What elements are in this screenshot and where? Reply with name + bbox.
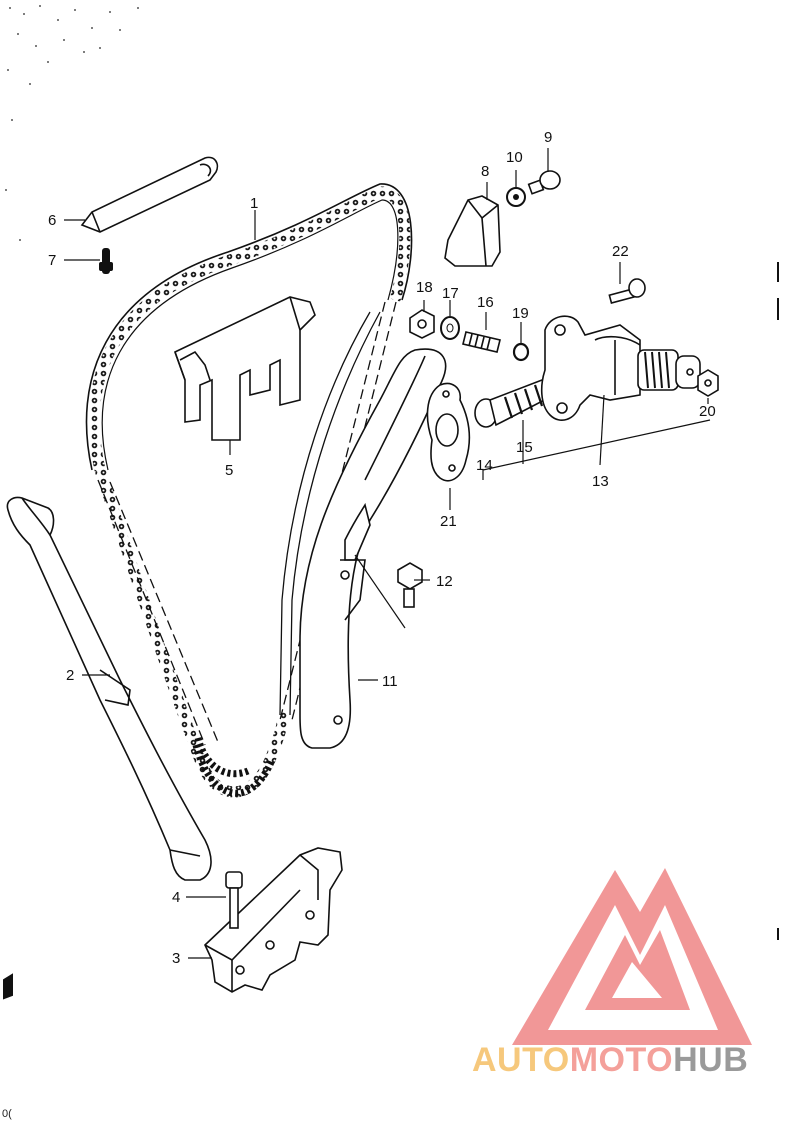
callout-18: 18 <box>416 279 433 296</box>
callout-7: 7 <box>48 252 56 269</box>
o-ring-19 <box>512 342 530 362</box>
watermark-logo-icon <box>512 868 752 1045</box>
leader-lines <box>64 148 711 959</box>
scan-marks <box>3 262 779 1000</box>
gasket-21 <box>426 382 471 482</box>
bolt-9 <box>527 170 561 195</box>
callout-17: 17 <box>442 285 459 302</box>
nut-18 <box>409 309 435 339</box>
callout-20: 20 <box>699 403 716 420</box>
callout-8: 8 <box>481 163 489 180</box>
callout-16: 16 <box>477 294 494 311</box>
callout-6: 6 <box>48 212 56 229</box>
callout-15: 15 <box>516 439 533 456</box>
guide-holder <box>204 847 343 993</box>
callout-1: 1 <box>250 195 258 212</box>
scan-noise <box>5 5 139 241</box>
callout-13: 13 <box>592 473 609 490</box>
washer-10-hole <box>513 194 519 200</box>
chain-guide-upper <box>174 296 316 441</box>
cap-8 <box>444 195 501 267</box>
callout-9: 9 <box>544 129 552 146</box>
tensioner-body <box>540 315 701 421</box>
screw-22 <box>608 278 646 304</box>
callout-12: 12 <box>436 573 453 590</box>
callout-4: 4 <box>172 889 180 906</box>
callout-22: 22 <box>612 243 629 260</box>
chain-guide-top <box>80 156 219 233</box>
callout-19: 19 <box>512 305 529 322</box>
callout-21: 21 <box>440 513 457 530</box>
brand-moto: MOTO <box>569 1041 674 1079</box>
callout-14: 14 <box>476 457 493 474</box>
callout-10: 10 <box>506 149 523 166</box>
timing-chain-bottom <box>192 737 276 797</box>
chain-tensioner-guide <box>299 348 447 749</box>
bolt-12 <box>397 562 423 608</box>
callout-3: 3 <box>172 950 180 967</box>
chain-guide-lower <box>6 496 212 881</box>
brand-auto: AUTO <box>472 1041 570 1079</box>
timing-chain-edge <box>85 183 413 471</box>
callout-labels: 1 2 3 4 5 6 7 8 9 10 11 12 13 14 15 16 1… <box>48 129 716 967</box>
callout-2: 2 <box>66 667 74 684</box>
watermark-brand: AUTO MOTO HUB <box>472 1042 748 1078</box>
callout-5: 5 <box>225 462 233 479</box>
bolt-4 <box>225 871 243 929</box>
corner-tag: 0( <box>2 1108 12 1120</box>
nut-20 <box>697 369 719 397</box>
bolt-7 <box>99 248 113 274</box>
tensioner-rail-lines <box>279 311 381 716</box>
callout-11: 11 <box>382 673 398 690</box>
washer-17 <box>440 316 460 340</box>
stud-16 <box>462 331 501 353</box>
timing-chain-inner-edge <box>101 199 399 471</box>
brand-hub: HUB <box>673 1041 749 1079</box>
